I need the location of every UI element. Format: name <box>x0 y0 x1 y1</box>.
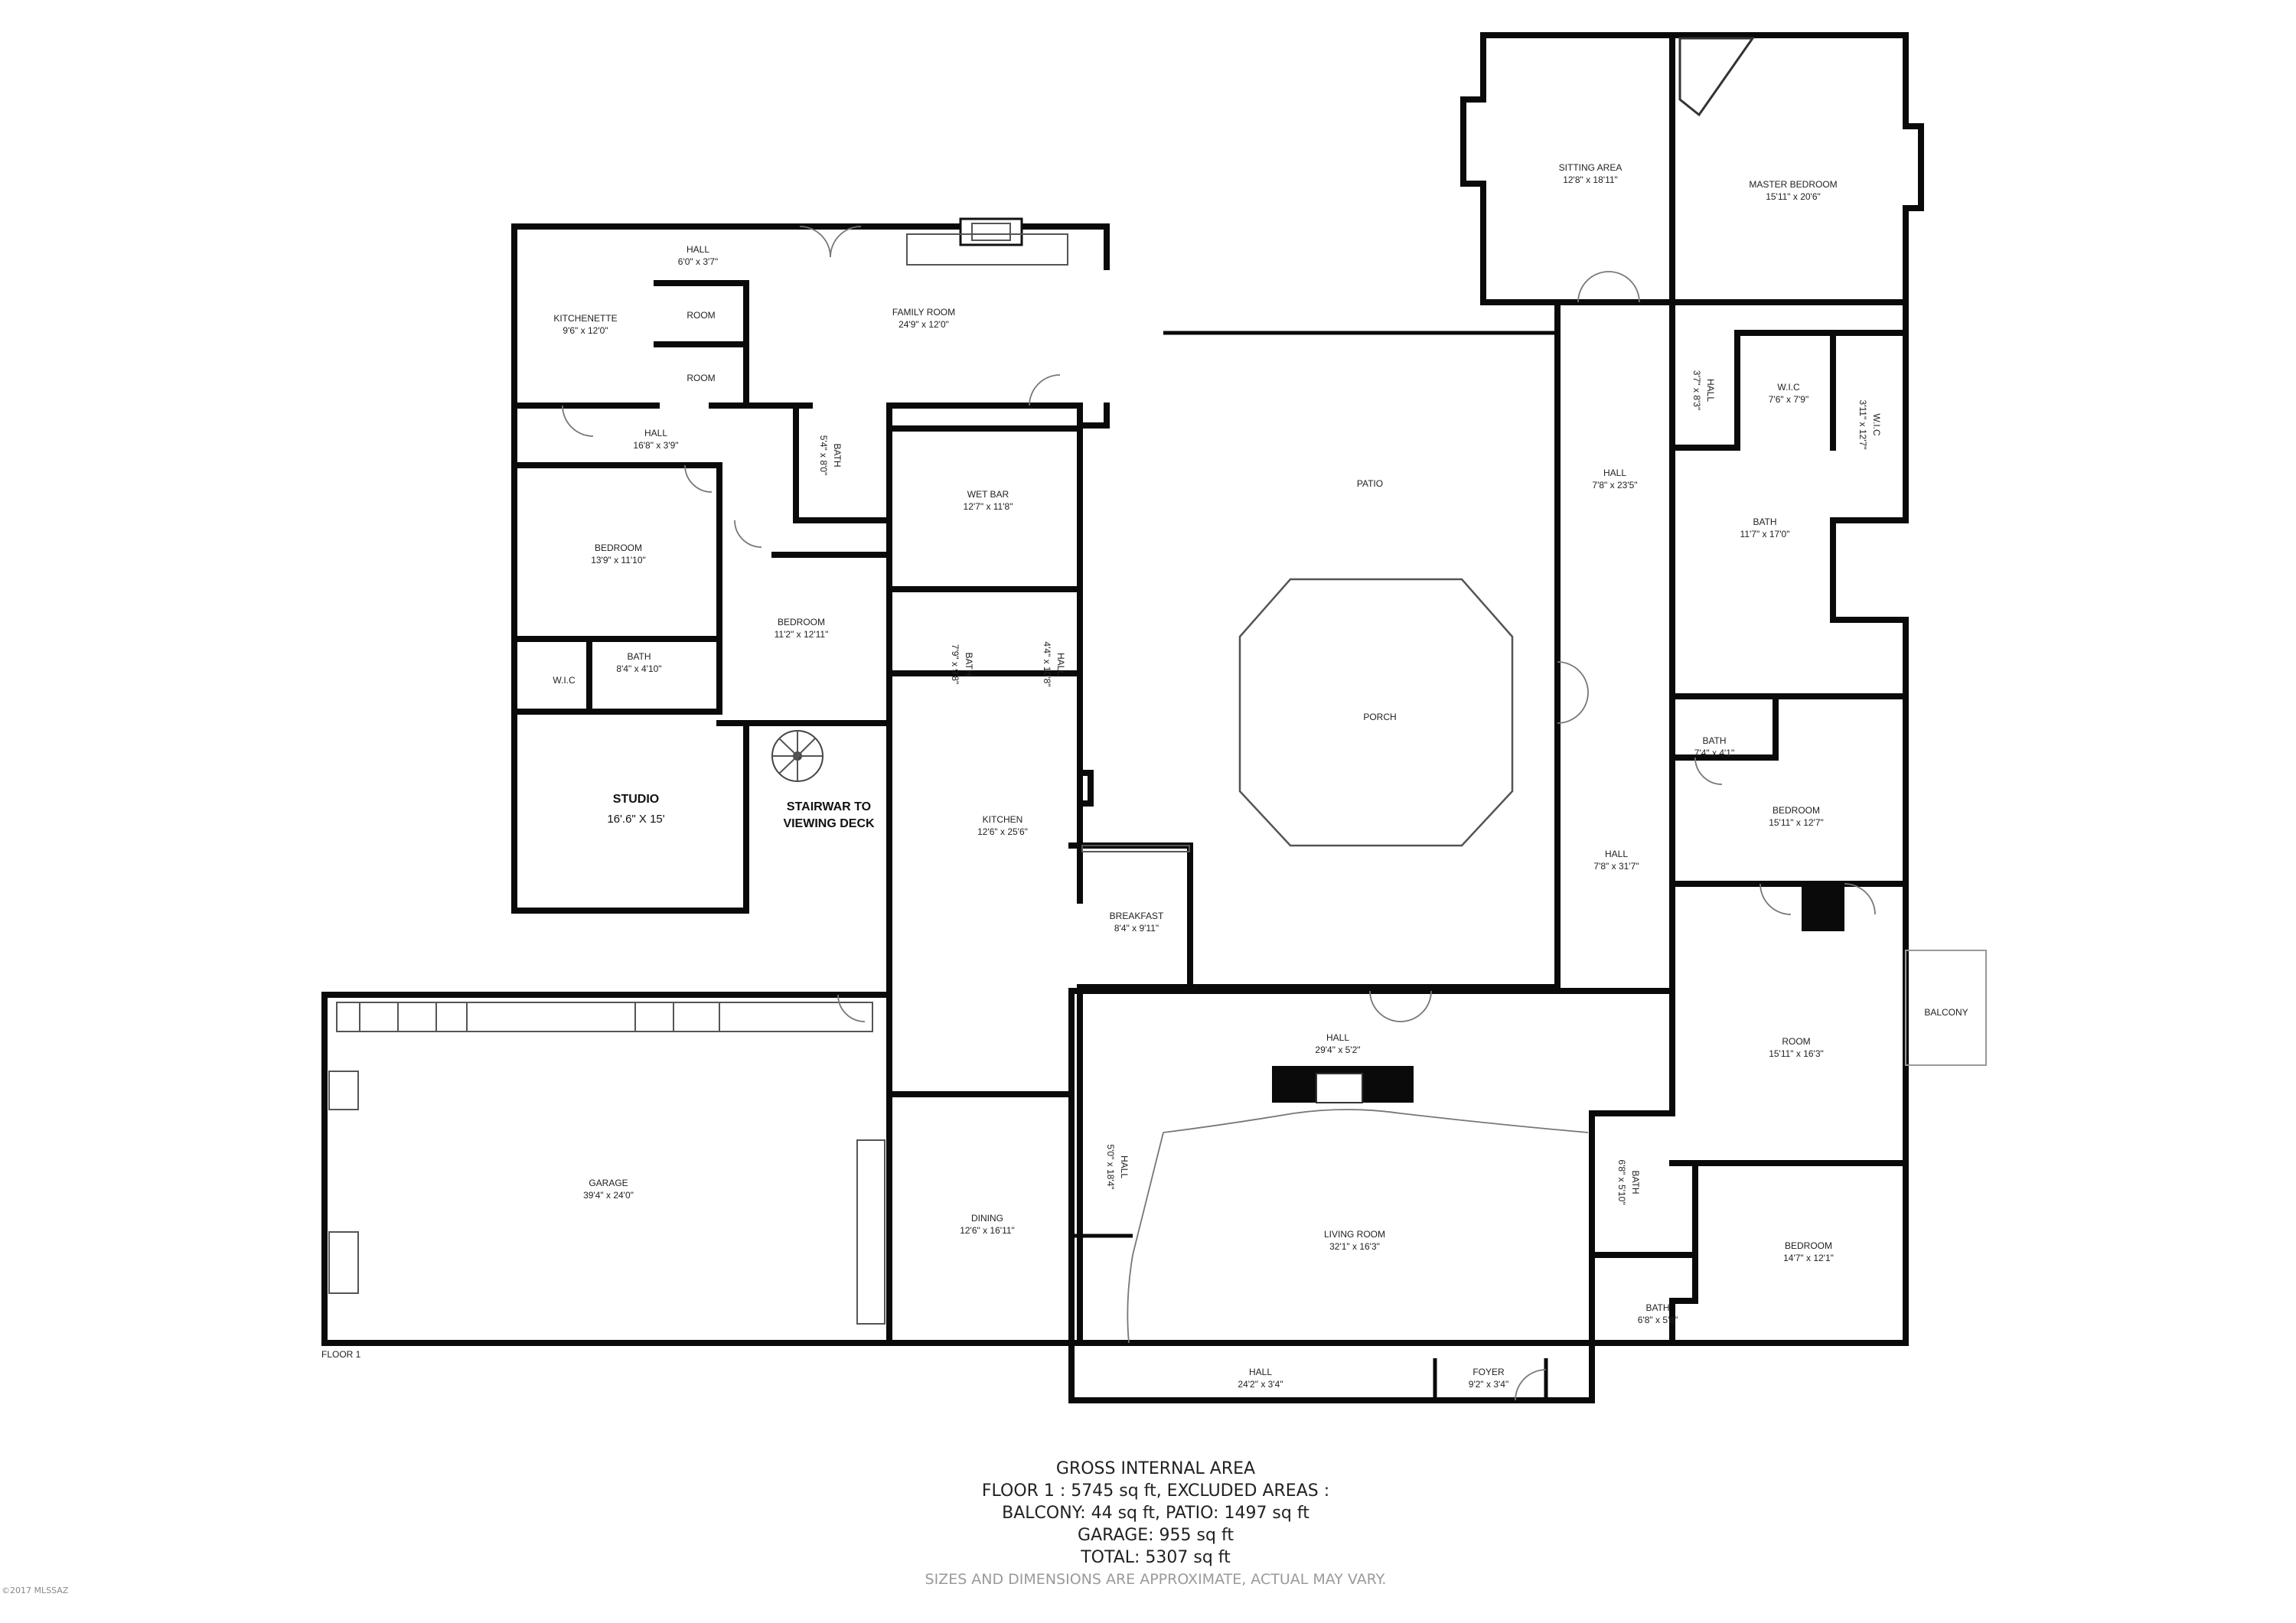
label-bath-r1: BATH <box>1630 1170 1641 1194</box>
patio-porch <box>1081 330 1561 990</box>
dim-bath-right-small: 7'4" x 4'1" <box>1694 748 1734 758</box>
label-hall-entry: HALL <box>1326 1032 1349 1043</box>
door-swings <box>562 226 1876 1401</box>
label-bath-mid: BATH <box>964 652 974 676</box>
dim-hall-right-lower: 7'8" x 31'7" <box>1593 861 1639 872</box>
label-hall-right-lower: HALL <box>1605 849 1628 859</box>
label-bedroom-left: BEDROOM <box>595 543 642 553</box>
label-bath-left: BATH <box>627 651 651 662</box>
dim-wic-master-b: 3'11" x 12'7" <box>1857 400 1868 450</box>
label-kitchen: KITCHEN <box>983 814 1023 825</box>
dim-wet-bar: 12'7" x 11'8" <box>964 501 1013 512</box>
label-hall-master: HALL <box>1705 379 1716 402</box>
dim-bath-mid: 7'9" x 9'8" <box>950 644 960 684</box>
dim-bath-left: 8'4" x 4'10" <box>616 663 661 674</box>
dim-bedroom-bottom-right: 14'7" x 12'1" <box>1783 1253 1834 1263</box>
label-bath-r2: BATH <box>1645 1302 1669 1313</box>
label-bath-right-small: BATH <box>1702 735 1726 746</box>
dim-breakfast: 8'4" x 9'11" <box>1114 923 1159 934</box>
label-hall-top: HALL <box>687 244 709 255</box>
dim-family-room: 24'9" x 12'0" <box>899 319 949 330</box>
label-kitchenette: KITCHENETTE <box>553 313 617 324</box>
summary-disclaimer: SIZES AND DIMENSIONS ARE APPROXIMATE, AC… <box>925 1571 1387 1588</box>
dim-dining: 12'6" x 16'11" <box>960 1225 1015 1236</box>
watermark: ©2017 MLSSAZ <box>2 1586 69 1595</box>
summary-line1: FLOOR 1 : 5745 sq ft, EXCLUDED AREAS : <box>981 1481 1330 1501</box>
label-master-bedroom: MASTER BEDROOM <box>1749 179 1837 190</box>
summary-line2: BALCONY: 44 sq ft, PATIO: 1497 sq ft <box>1002 1504 1309 1523</box>
summary-line3: GARAGE: 955 sq ft <box>1078 1526 1234 1545</box>
label-bath-master: BATH <box>1753 517 1776 527</box>
label-stairway-line1: STAIRWAR TO <box>787 800 871 813</box>
dim-hall-entry: 29'4" x 5'2" <box>1315 1045 1360 1055</box>
label-porch: PORCH <box>1363 712 1396 722</box>
kitchen-walls <box>886 402 1193 1403</box>
dim-foyer: 9'2" x 3'4" <box>1469 1379 1508 1390</box>
summary-title: GROSS INTERNAL AREA <box>1055 1459 1256 1478</box>
master-fireplace-icon <box>1678 37 1755 117</box>
dim-kitchenette: 9'6" x 12'0" <box>563 325 608 336</box>
dim-sitting-area: 12'8" x 18'11" <box>1563 174 1618 185</box>
dim-hall-mid: 4'4" x 10'8" <box>1042 641 1052 686</box>
label-bath-small: BATH <box>832 443 843 467</box>
label-hall-living-side: HALL <box>1119 1155 1130 1178</box>
label-wic-master-b: W.I.C <box>1871 413 1882 436</box>
label-bedroom-mid: BEDROOM <box>778 617 825 627</box>
label-wic-left: W.I.C <box>553 675 576 686</box>
dim-bedroom-left: 13'9" x 11'10" <box>591 555 646 565</box>
dim-living-room: 32'1" x 16'3" <box>1329 1241 1380 1252</box>
area-summary: GROSS INTERNAL AREA FLOOR 1 : 5745 sq ft… <box>765 1458 1546 1591</box>
dim-garage: 39'4" x 24'0" <box>583 1190 634 1201</box>
label-hall-left: HALL <box>644 428 667 438</box>
dim-bath-r2: 6'8" x 5'8" <box>1638 1315 1678 1325</box>
dim-hall-master: 3'7" x 8'3" <box>1691 370 1702 410</box>
label-room-b: ROOM <box>687 373 715 383</box>
summary-line4: TOTAL: 5307 sq ft <box>1081 1548 1231 1567</box>
floor-label: FLOOR 1 <box>321 1349 361 1360</box>
label-foyer: FOYER <box>1473 1367 1505 1377</box>
dim-bath-small: 5'4" x 8'0" <box>818 435 829 475</box>
label-patio: PATIO <box>1357 478 1383 489</box>
label-studio: STUDIO <box>613 793 659 806</box>
label-hall-bottom: HALL <box>1249 1367 1272 1377</box>
right-wing-walls <box>1460 32 1987 1346</box>
label-hall-right-upper: HALL <box>1603 468 1626 478</box>
dim-bedroom-right: 15'11" x 12'7" <box>1769 817 1824 828</box>
label-room-a: ROOM <box>687 310 715 321</box>
dim-bedroom-mid: 11'2" x 12'11" <box>775 629 829 640</box>
fireplace-icon <box>906 217 1068 266</box>
dim-hall-right-upper: 7'8" x 23'5" <box>1592 480 1637 490</box>
dim-hall-top: 6'0" x 3'7" <box>678 256 718 267</box>
label-balcony: BALCONY <box>1924 1007 1968 1018</box>
dim-bath-master: 11'7" x 17'0" <box>1740 529 1790 539</box>
label-stairway-line2: VIEWING DECK <box>783 817 875 830</box>
dim-bath-r1: 6'8" x 5'10" <box>1616 1159 1627 1204</box>
dim-studio: 16'.6" X 15' <box>607 813 664 826</box>
label-room-right: ROOM <box>1782 1036 1810 1047</box>
label-bedroom-right: BEDROOM <box>1773 805 1820 816</box>
label-family-room: FAMILY ROOM <box>892 307 955 318</box>
label-living-room: LIVING ROOM <box>1324 1229 1385 1240</box>
label-bedroom-bottom-right: BEDROOM <box>1785 1240 1832 1251</box>
label-wet-bar: WET BAR <box>967 489 1009 500</box>
dim-hall-living-side: 5'0" x 18'4" <box>1105 1144 1116 1189</box>
label-garage: GARAGE <box>589 1178 628 1188</box>
label-sitting-area: SITTING AREA <box>1559 162 1623 173</box>
dim-room-right: 15'11" x 16'3" <box>1769 1048 1824 1059</box>
dim-hall-bottom: 24'2" x 3'4" <box>1238 1379 1283 1390</box>
dim-master-bedroom: 15'11" x 20'6" <box>1766 191 1821 202</box>
label-hall-mid: HALL <box>1055 653 1066 676</box>
spiral-stair-icon <box>771 730 823 782</box>
dim-kitchen: 12'6" x 25'6" <box>977 826 1028 837</box>
dim-hall-left: 16'8" x 3'9" <box>633 440 678 451</box>
label-breakfast: BREAKFAST <box>1110 911 1164 921</box>
label-wic-master-a: W.I.C <box>1777 382 1800 393</box>
garage-walls <box>321 992 892 1346</box>
room-labels: HALL 6'0" x 3'7" KITCHENETTE 9'6" x 12'0… <box>321 162 1968 1390</box>
label-dining: DINING <box>971 1213 1003 1224</box>
dim-wic-master-a: 7'6" x 7'9" <box>1769 394 1808 405</box>
living-walls <box>886 988 1675 1403</box>
